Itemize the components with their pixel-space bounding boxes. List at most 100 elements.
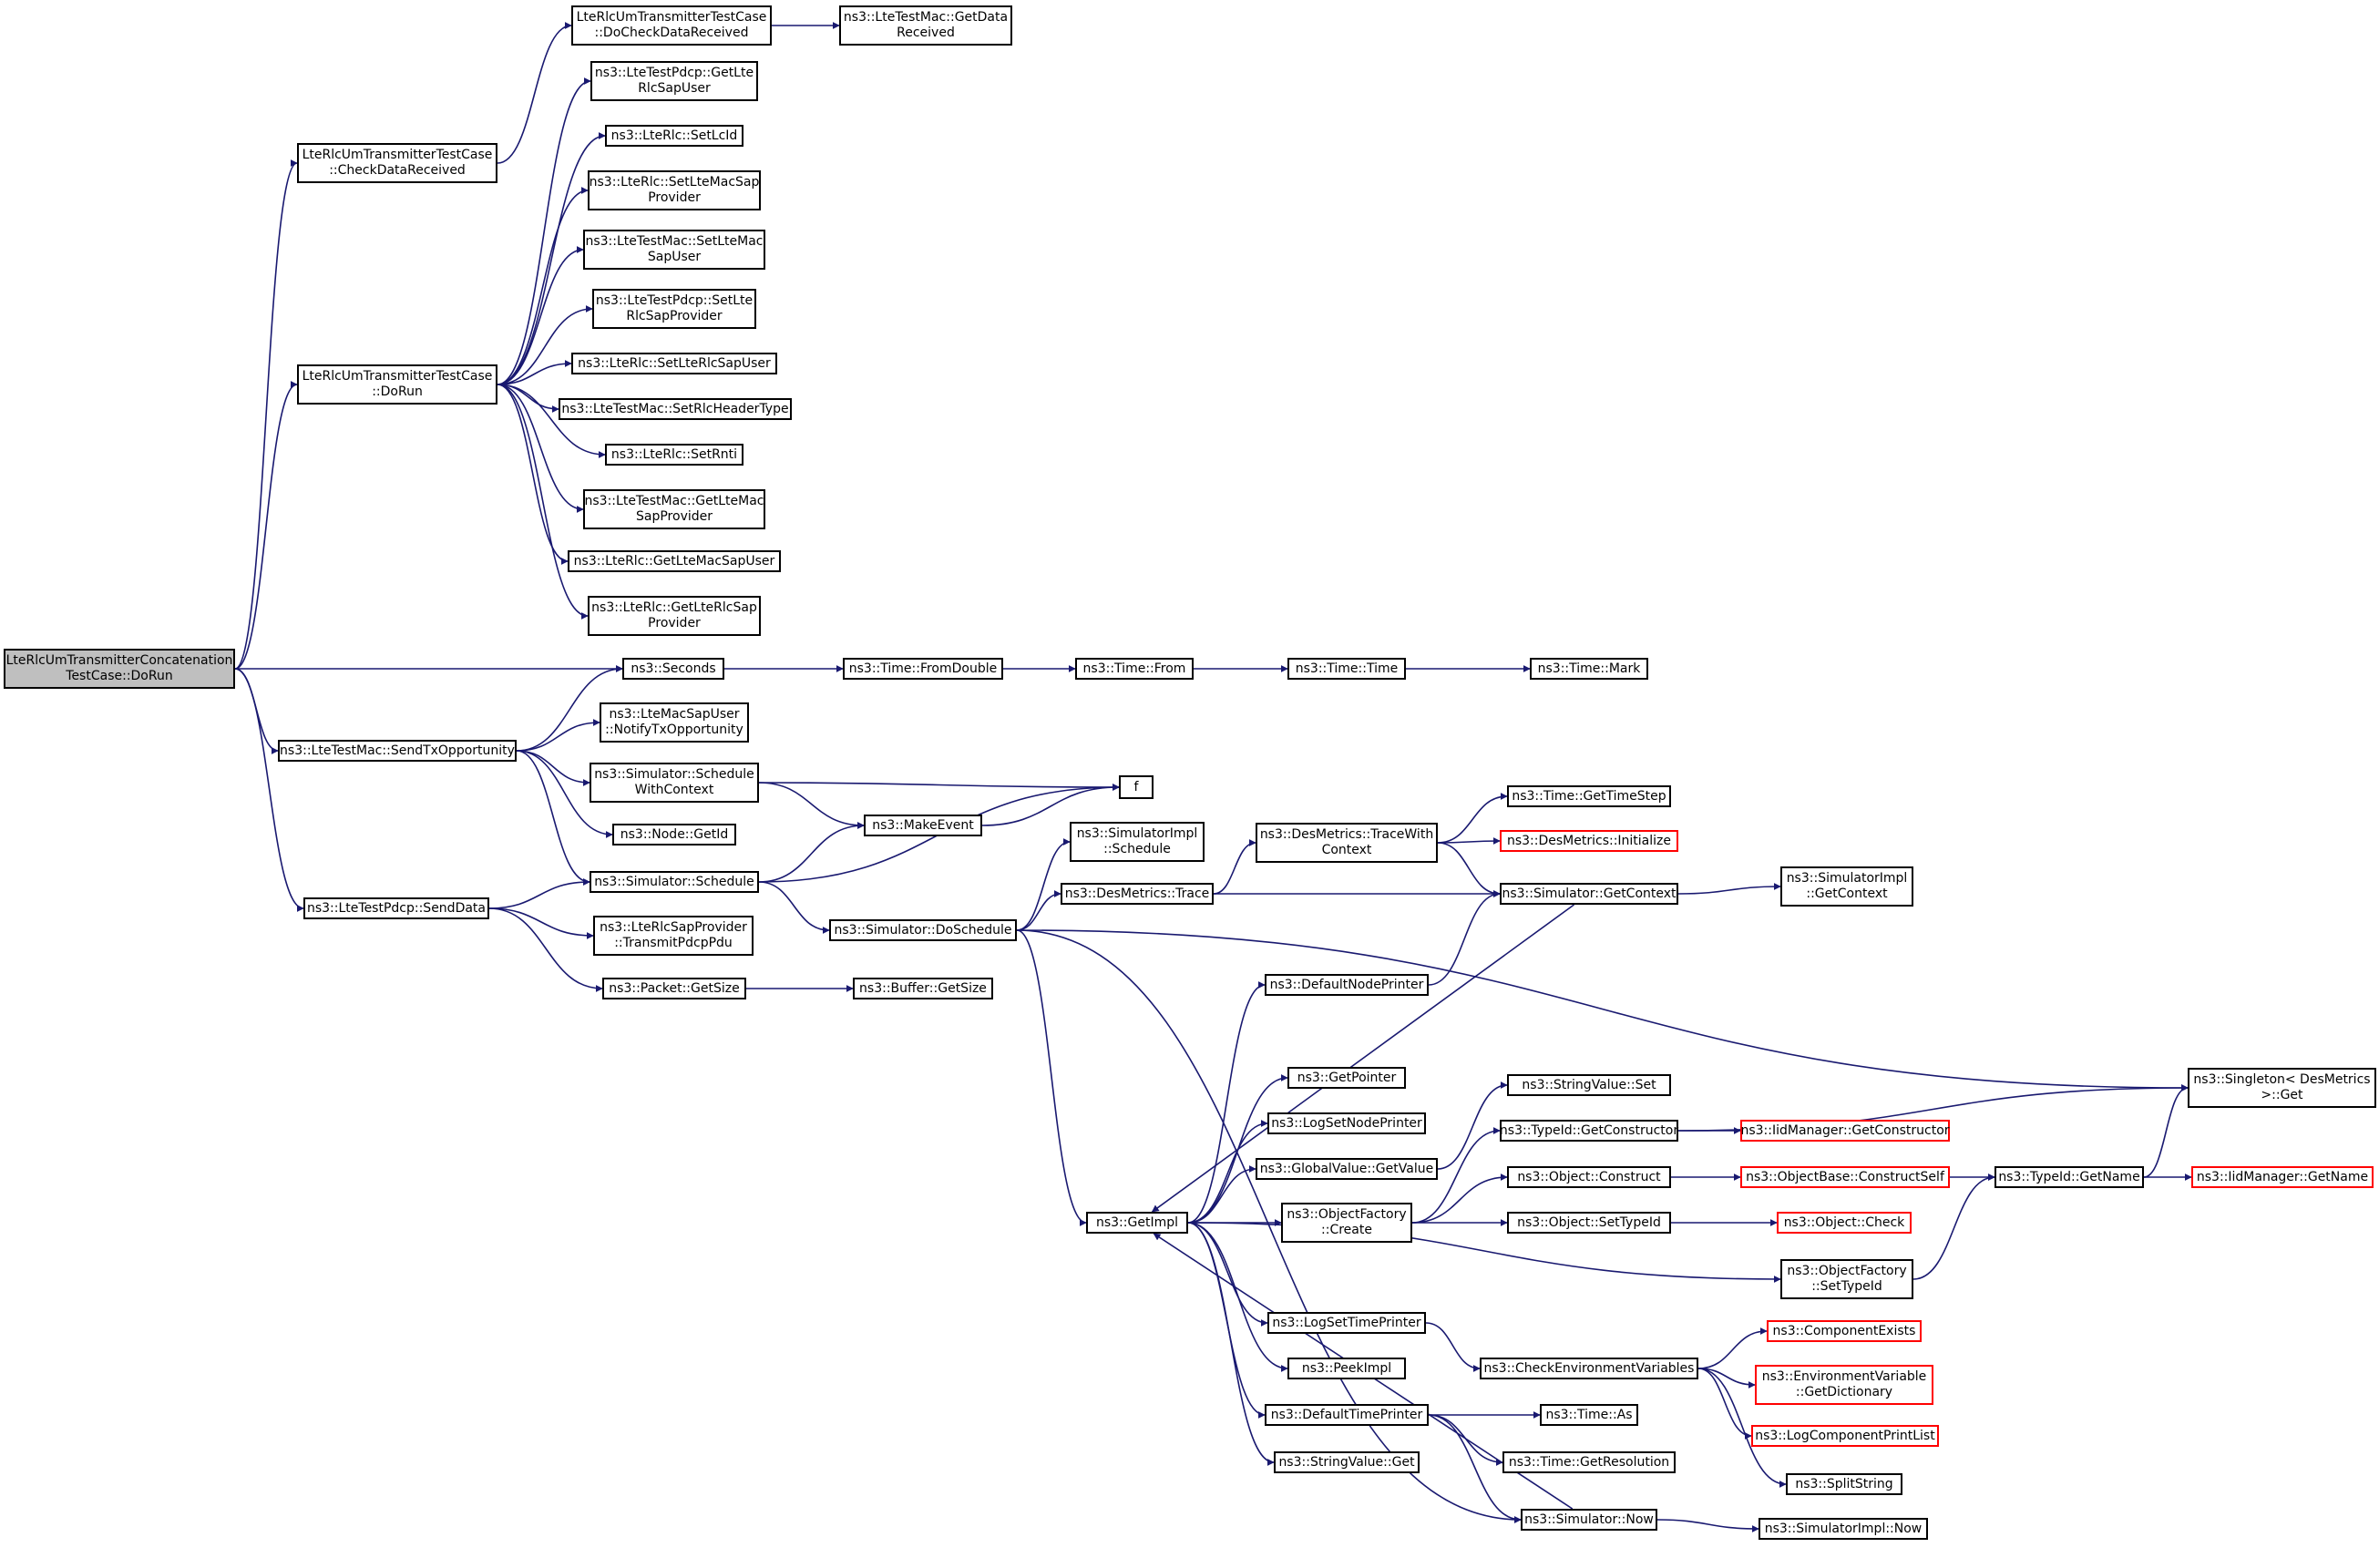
node-string-value-set[interactable]: ns3::StringValue::Set — [1507, 1074, 1671, 1096]
node-impl-now[interactable]: ns3::SimulatorImpl::Now — [1759, 1518, 1928, 1540]
edge-default-time-printer-to-simulator-now — [1428, 1414, 1522, 1523]
node-string-value-get[interactable]: ns3::StringValue::Get — [1274, 1451, 1420, 1473]
edge-send-tx-opportunity-to-simulator-schedule — [516, 750, 590, 886]
node-rlc-set-rnti[interactable]: ns3::LteRlc::SetRnti — [605, 444, 743, 466]
node-transmit-pdcp-pdu[interactable]: ns3::LteRlcSapProvider ::TransmitPdcpPdu — [593, 916, 754, 956]
edge-typeid-get-name-to-singleton-get — [2143, 1084, 2189, 1178]
node-get-impl[interactable]: ns3::GetImpl — [1086, 1212, 1188, 1234]
node-log-component-print-list[interactable]: ns3::LogComponentPrintList — [1751, 1425, 1939, 1447]
node-buffer-get-size[interactable]: ns3::Buffer::GetSize — [853, 978, 993, 999]
node-component-exists[interactable]: ns3::ComponentExists — [1767, 1320, 1922, 1342]
node-object-base-construct-self[interactable]: ns3::ObjectBase::ConstructSelf — [1740, 1166, 1950, 1188]
node-object-check[interactable]: ns3::Object::Check — [1777, 1212, 1912, 1234]
edge-tester-dorun-to-rlc-set-lte-mac-sap-provider — [497, 187, 589, 385]
node-iid-get-name[interactable]: ns3::IidManager::GetName — [2191, 1166, 2374, 1188]
edge-global-value-get-value-to-string-value-set — [1437, 1081, 1508, 1170]
node-notify-tx-opportunity[interactable]: ns3::LteMacSapUser ::NotifyTxOpportunity — [600, 702, 749, 743]
edge-tester-dorun-to-rlc-get-lte-rlc-sap-provider — [497, 384, 589, 620]
node-object-construct[interactable]: ns3::Object::Construct — [1507, 1166, 1671, 1188]
edge-do-schedule-to-impl-schedule — [1016, 838, 1071, 931]
node-do-schedule[interactable]: ns3::Simulator::DoSchedule — [829, 919, 1017, 941]
node-singleton-get[interactable]: ns3::Singleton< DesMetrics >::Get — [2188, 1068, 2376, 1108]
node-global-value-get-value[interactable]: ns3::GlobalValue::GetValue — [1256, 1158, 1438, 1180]
edge-send-tx-opportunity-to-node-get-id — [516, 750, 613, 838]
edge-do-schedule-to-get-impl — [1016, 929, 1087, 1226]
edge-tester-dorun-to-rlc-set-lcid — [497, 132, 606, 385]
node-mac-set-lte-mac-sap-user[interactable]: ns3::LteTestMac::SetLteMac SapUser — [583, 230, 765, 270]
edge-pdcp-send-data-to-packet-get-size — [488, 907, 603, 992]
edge-root-to-pdcp-send-data — [234, 668, 304, 912]
node-object-factory-set-typeid[interactable]: ns3::ObjectFactory ::SetTypeId — [1780, 1259, 1913, 1299]
node-check-data-received[interactable]: LteRlcUmTransmitterTestCase ::CheckDataR… — [297, 143, 497, 183]
node-pdcp-set-lte-rlc-sap-provider[interactable]: ns3::LteTestPdcp::SetLte RlcSapProvider — [592, 289, 756, 329]
node-seconds[interactable]: ns3::Seconds — [622, 658, 724, 680]
node-sim-get-context[interactable]: ns3::Simulator::GetContext — [1500, 883, 1678, 905]
node-rlc-set-lcid[interactable]: ns3::LteRlc::SetLcId — [605, 125, 743, 147]
node-time-get-resolution[interactable]: ns3::Time::GetResolution — [1502, 1451, 1676, 1473]
node-node-get-id[interactable]: ns3::Node::GetId — [612, 824, 736, 845]
node-rlc-set-lte-mac-sap-provider[interactable]: ns3::LteRlc::SetLteMacSap Provider — [588, 170, 761, 210]
node-simulator-now[interactable]: ns3::Simulator::Now — [1521, 1509, 1657, 1531]
node-split-string[interactable]: ns3::SplitString — [1786, 1473, 1902, 1495]
edge-pdcp-send-data-to-simulator-schedule — [488, 878, 590, 909]
edge-pdcp-send-data-to-transmit-pdcp-pdu — [488, 907, 594, 939]
node-typeid-get-constructor[interactable]: ns3::TypeId::GetConstructor — [1500, 1120, 1678, 1142]
node-log-set-time-printer[interactable]: ns3::LogSetTimePrinter — [1267, 1312, 1426, 1334]
node-des-trace[interactable]: ns3::DesMetrics::Trace — [1061, 883, 1214, 905]
edge-check-env-vars-to-split-string — [1697, 1368, 1787, 1488]
node-check-env-vars[interactable]: ns3::CheckEnvironmentVariables — [1480, 1358, 1698, 1379]
node-simulator-schedule[interactable]: ns3::Simulator::Schedule — [590, 871, 759, 893]
node-root[interactable]: LteRlcUmTransmitterConcatenation TestCas… — [4, 649, 235, 689]
node-time-as[interactable]: ns3::Time::As — [1540, 1404, 1638, 1426]
edge-tester-dorun-to-pdcp-get-lte-rlc-sap-user — [497, 77, 591, 385]
node-env-get-dictionary[interactable]: ns3::EnvironmentVariable ::GetDictionary — [1755, 1365, 1933, 1405]
node-rlc-get-lte-mac-sap-user[interactable]: ns3::LteRlc::GetLteMacSapUser — [568, 550, 781, 572]
node-rlc-get-lte-rlc-sap-provider[interactable]: ns3::LteRlc::GetLteRlcSap Provider — [588, 596, 761, 636]
node-object-factory-create[interactable]: ns3::ObjectFactory ::Create — [1281, 1203, 1412, 1243]
node-iid-get-constructor[interactable]: ns3::IidManager::GetConstructor — [1740, 1120, 1950, 1142]
node-impl-schedule[interactable]: ns3::SimulatorImpl ::Schedule — [1070, 822, 1205, 862]
edge-make-event-to-f — [981, 784, 1120, 826]
edge-check-env-vars-to-log-component-print-list — [1697, 1368, 1752, 1440]
node-object-set-typeid[interactable]: ns3::Object::SetTypeId — [1507, 1212, 1671, 1234]
node-make-event[interactable]: ns3::MakeEvent — [864, 815, 982, 836]
node-log-set-node-printer[interactable]: ns3::LogSetNodePrinter — [1267, 1112, 1426, 1134]
node-tester-dorun[interactable]: LteRlcUmTransmitterTestCase ::DoRun — [297, 364, 497, 405]
node-des-trace-with-context[interactable]: ns3::DesMetrics::TraceWith Context — [1256, 823, 1438, 863]
node-mac-get-data-received[interactable]: ns3::LteTestMac::GetData Received — [839, 5, 1012, 46]
node-peek-impl[interactable]: ns3::PeekImpl — [1287, 1358, 1406, 1379]
node-rlc-set-lte-rlc-sap-user[interactable]: ns3::LteRlc::SetLteRlcSapUser — [571, 353, 777, 374]
node-schedule-with-context[interactable]: ns3::Simulator::Schedule WithContext — [590, 763, 759, 803]
node-time-get-time-step[interactable]: ns3::Time::GetTimeStep — [1507, 785, 1671, 807]
node-des-initialize[interactable]: ns3::DesMetrics::Initialize — [1500, 830, 1678, 852]
edge-simulator-schedule-to-do-schedule — [758, 881, 830, 934]
edge-do-schedule-to-des-trace — [1016, 890, 1061, 931]
edge-des-trace-with-context-to-time-get-time-step — [1437, 793, 1508, 844]
edge-tester-dorun-to-mac-get-lte-mac-sap-provider — [497, 384, 584, 513]
node-pdcp-get-lte-rlc-sap-user[interactable]: ns3::LteTestPdcp::GetLte RlcSapUser — [590, 61, 758, 101]
edge-get-impl-to-object-factory-set-typeid — [1187, 1222, 1781, 1283]
node-time-from[interactable]: ns3::Time::From — [1075, 658, 1194, 680]
node-impl-get-context[interactable]: ns3::SimulatorImpl ::GetContext — [1780, 866, 1913, 907]
node-mac-set-rlc-header-type[interactable]: ns3::LteTestMac::SetRlcHeaderType — [559, 398, 792, 420]
node-time-time[interactable]: ns3::Time::Time — [1287, 658, 1406, 680]
node-time-from-double[interactable]: ns3::Time::FromDouble — [843, 658, 1003, 680]
node-send-tx-opportunity[interactable]: ns3::LteTestMac::SendTxOpportunity — [278, 740, 517, 762]
node-default-node-printer[interactable]: ns3::DefaultNodePrinter — [1265, 974, 1429, 996]
node-do-check-data-received[interactable]: LteRlcUmTransmitterTestCase ::DoCheckDat… — [571, 5, 772, 46]
edge-check-data-received-to-do-check-data-received — [497, 22, 572, 164]
node-f[interactable]: f — [1119, 775, 1154, 799]
edge-get-impl-to-log-set-node-printer — [1187, 1120, 1268, 1224]
node-default-time-printer[interactable]: ns3::DefaultTimePrinter — [1265, 1404, 1429, 1426]
node-pdcp-send-data[interactable]: ns3::LteTestPdcp::SendData — [303, 897, 489, 919]
edge-object-factory-create-to-object-construct — [1411, 1173, 1508, 1224]
node-typeid-get-name[interactable]: ns3::TypeId::GetName — [1994, 1166, 2144, 1188]
node-time-mark[interactable]: ns3::Time::Mark — [1530, 658, 1648, 680]
edge-schedule-with-context-to-f — [758, 782, 1120, 791]
node-mac-get-lte-mac-sap-provider[interactable]: ns3::LteTestMac::GetLteMac SapProvider — [583, 489, 765, 529]
edge-des-trace-to-des-trace-with-context — [1213, 839, 1256, 895]
edge-send-tx-opportunity-to-seconds — [516, 665, 623, 752]
node-get-pointer[interactable]: ns3::GetPointer — [1287, 1067, 1406, 1089]
node-packet-get-size[interactable]: ns3::Packet::GetSize — [602, 978, 746, 999]
